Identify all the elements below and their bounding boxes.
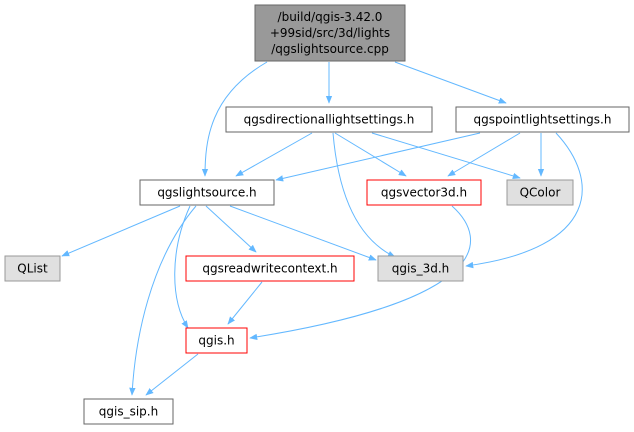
node-qgis[interactable]: qgis.h: [185, 327, 248, 354]
node-label-rwc-0: qgsreadwritecontext.h: [202, 262, 337, 276]
node-box-dir: [225, 106, 433, 133]
edge-qgis-to-sip: [145, 353, 199, 396]
node-label-q3d-0: qgis_3d.h: [392, 262, 450, 276]
node-sip[interactable]: qgis_sip.h: [83, 398, 174, 425]
node-label-vec-0: qgsvector3d.h: [381, 186, 467, 200]
node-label-root-2: /qgslightsource.cpp: [271, 42, 389, 56]
edge-root-to-point: [394, 61, 507, 104]
node-label-qgis-0: qgis.h: [198, 334, 234, 348]
node-qlist[interactable]: QList: [4, 255, 61, 282]
edge-light-to-qlist: [61, 205, 181, 257]
node-box-sip: [83, 398, 174, 425]
node-q3d[interactable]: qgis_3d.h: [377, 255, 464, 282]
edge-dir-to-q3d: [332, 132, 396, 258]
edge-rwc-to-qgis: [227, 281, 263, 325]
edge-dir-to-color: [371, 132, 521, 179]
node-light[interactable]: qgslightsource.h: [139, 179, 275, 206]
edge-dir-to-light: [235, 132, 313, 177]
edge-root-to-light: [201, 61, 268, 177]
node-label-point-0: qgspointlightsettings.h: [474, 113, 612, 127]
node-point[interactable]: qgspointlightsettings.h: [455, 106, 630, 133]
edge-light-to-q3d: [229, 205, 377, 261]
edge-dir-to-vec: [334, 132, 407, 177]
node-box-root: [254, 4, 406, 62]
node-label-qlist-0: QList: [17, 262, 48, 276]
node-label-root-0: /build/qgis-3.42.0: [278, 10, 383, 24]
node-box-light: [139, 179, 275, 206]
node-box-q3d: [377, 255, 464, 282]
node-vec[interactable]: qgsvector3d.h: [366, 179, 482, 206]
nodes-layer: /build/qgis-3.42.0 +99sid/src/3d/lights/q…: [4, 4, 630, 425]
edge-point-to-light: [275, 132, 481, 182]
edge-point-to-vec: [447, 132, 521, 177]
node-dir[interactable]: qgsdirectionallightsettings.h: [225, 106, 433, 133]
node-rwc[interactable]: qgsreadwritecontext.h: [185, 255, 355, 282]
node-label-light-0: qgslightsource.h: [157, 186, 256, 200]
node-box-point: [455, 106, 630, 133]
node-box-vec: [366, 179, 482, 206]
edge-light-to-rwc: [205, 205, 257, 253]
edge-light-to-sip: [129, 205, 197, 396]
node-label-color-0: QColor: [520, 186, 561, 200]
node-label-root-1: +99sid/src/3d/lights: [270, 26, 390, 40]
node-box-rwc: [185, 255, 355, 282]
node-box-qlist: [4, 255, 61, 282]
node-label-sip-0: qgis_sip.h: [99, 405, 158, 419]
node-root[interactable]: /build/qgis-3.42.0 +99sid/src/3d/lights/q…: [254, 4, 406, 62]
node-label-dir-0: qgsdirectionallightsettings.h: [244, 113, 415, 127]
node-box-qgis: [185, 327, 248, 354]
edge-point-to-q3d: [465, 132, 583, 269]
node-color[interactable]: QColor: [506, 179, 574, 206]
node-box-color: [506, 179, 574, 206]
